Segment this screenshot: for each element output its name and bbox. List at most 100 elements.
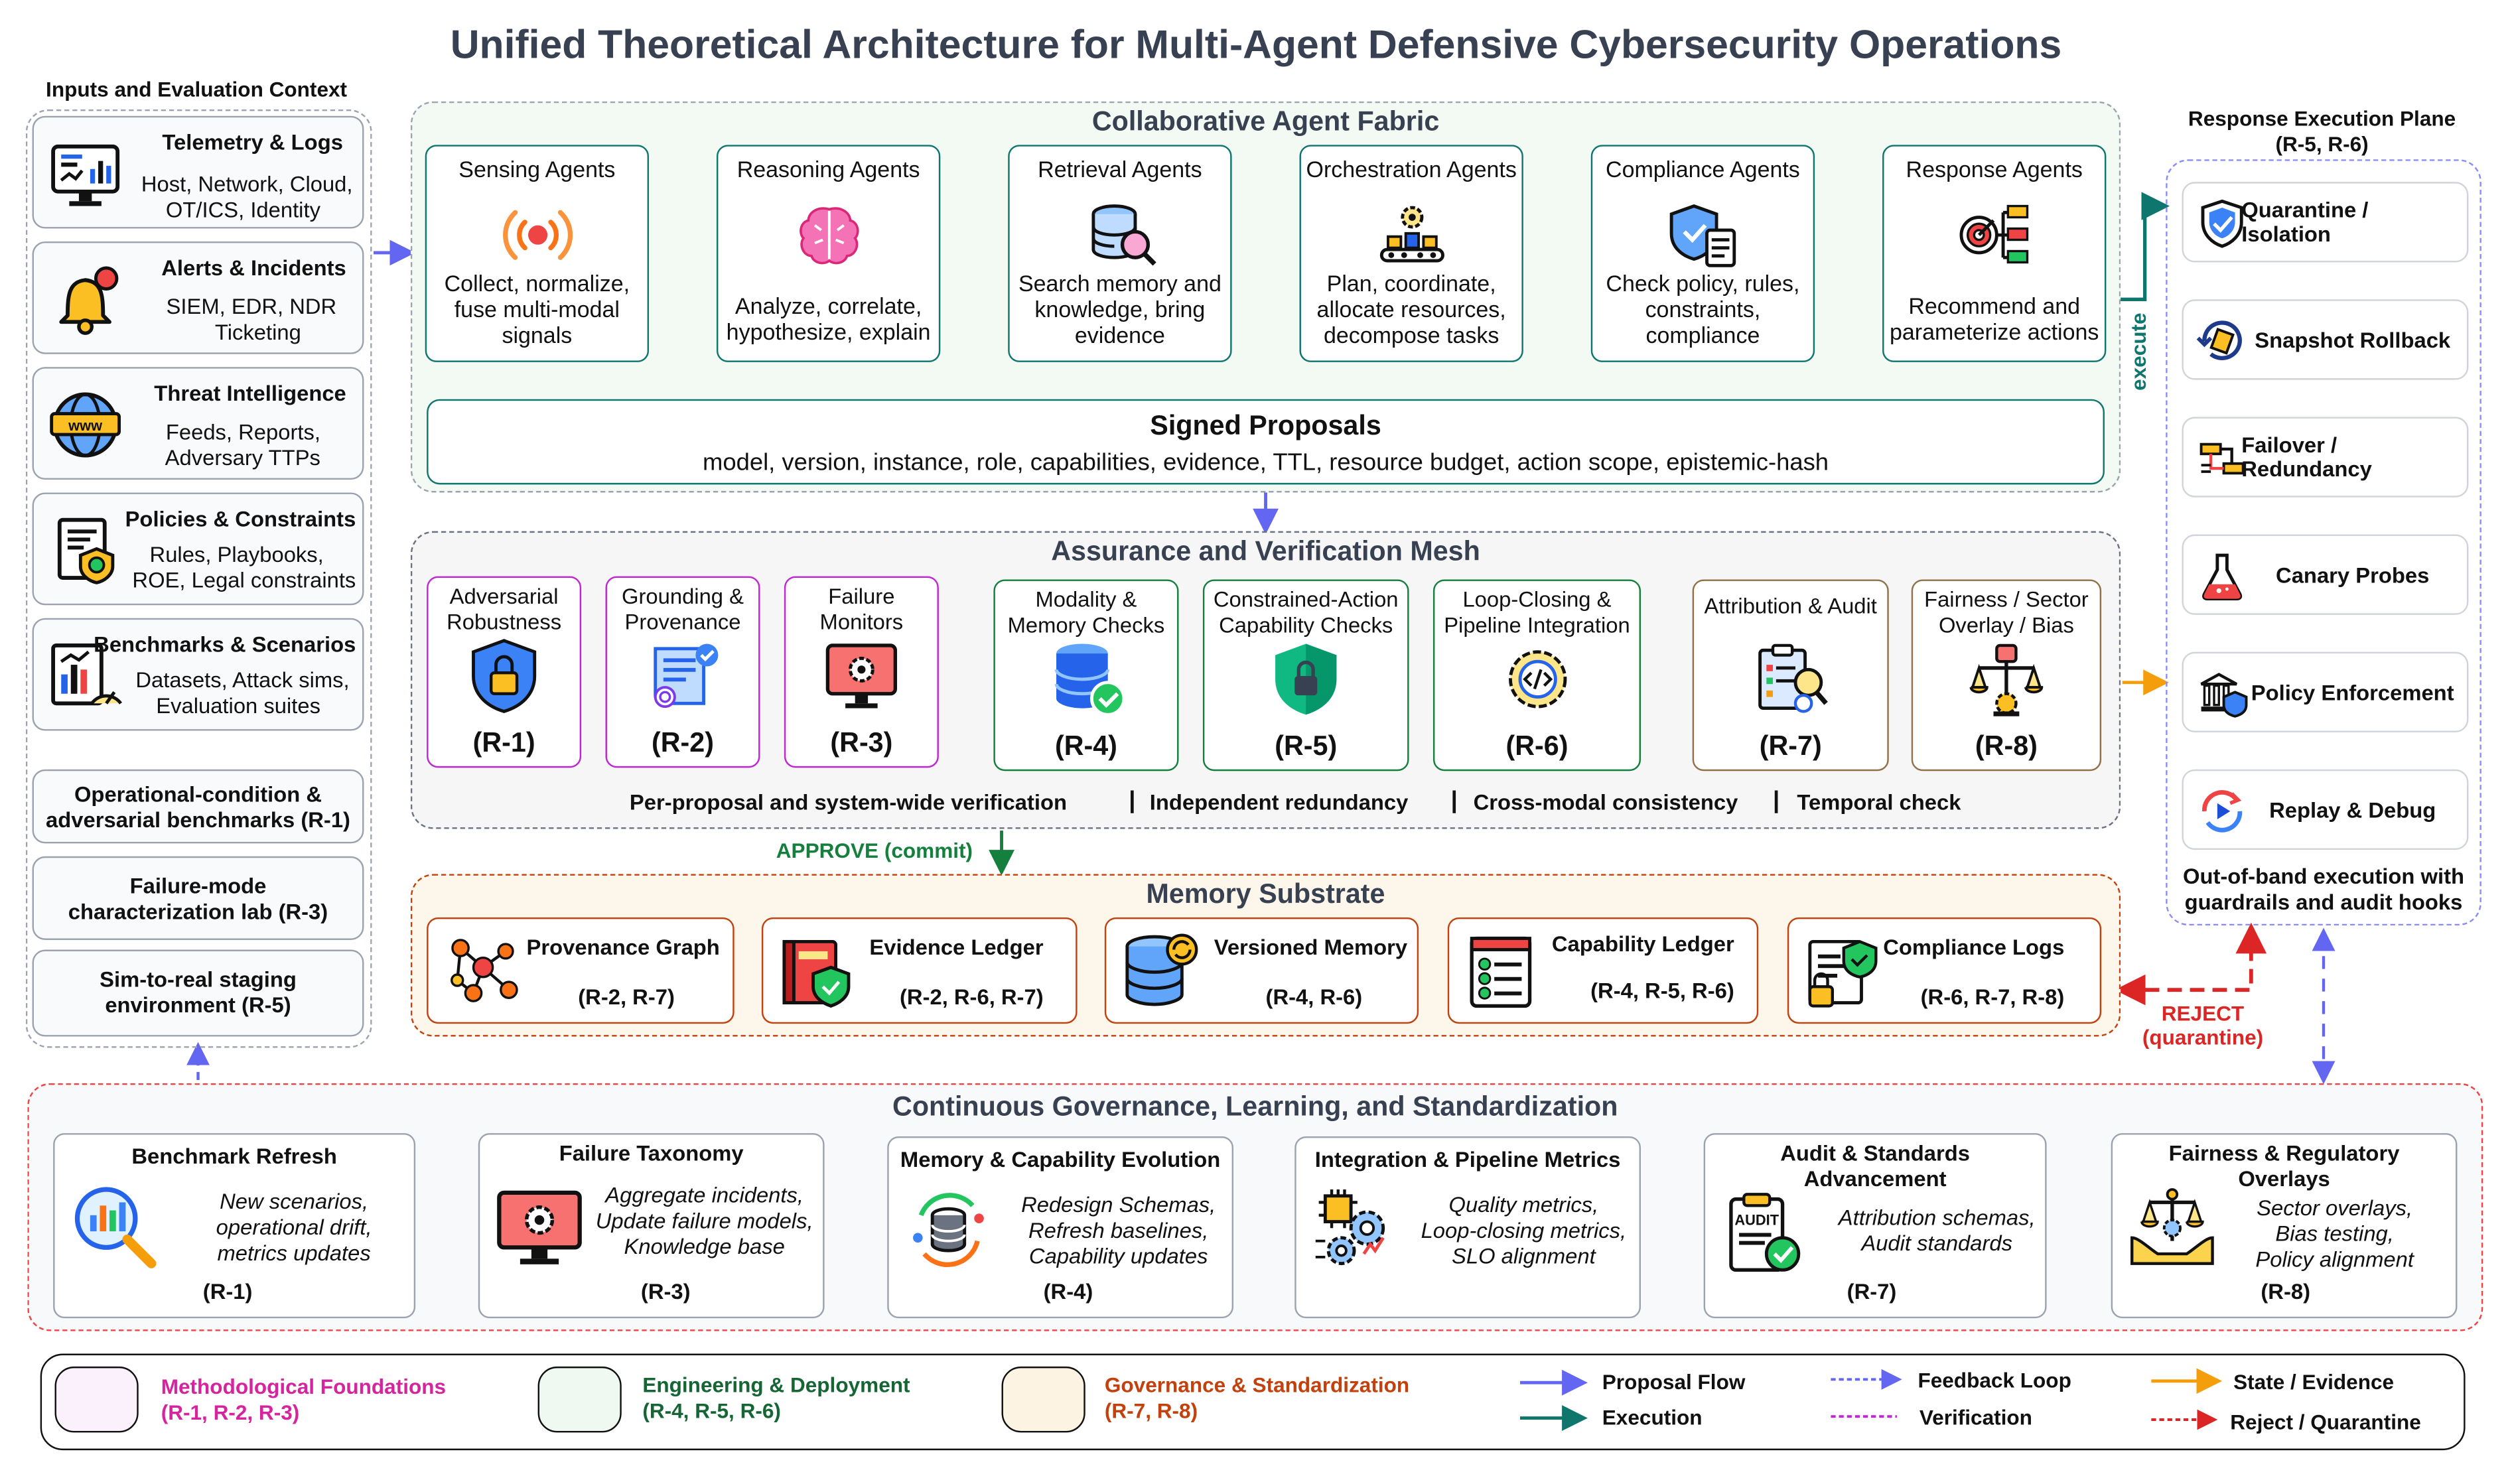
input-card-title: Benchmarks & Scenarios: [94, 632, 356, 657]
memory-title: Memory Substrate: [1146, 878, 1385, 910]
action-name: Failover / Redundancy: [2241, 433, 2372, 482]
input-card-title: Alerts & Incidents: [161, 255, 346, 281]
memory-card-codes: (R-4, R-5, R-6): [1590, 978, 1734, 1003]
response-plane-footer-line: guardrails and audit hooks: [2184, 890, 2463, 915]
memory-card-name: Compliance Logs: [1883, 935, 2065, 960]
agent-desc-line: constraints,: [1645, 296, 1761, 322]
action-canary-probes: Canary Probes: [2182, 534, 2469, 615]
assurance-card-name: Monitors: [819, 610, 904, 634]
memory-card-codes: (R-2, R-6, R-7): [899, 984, 1044, 1010]
assurance-card-name: Overlay / Bias: [1938, 613, 2074, 638]
scales-fist-icon: [1966, 639, 2046, 719]
memory-card-compliance-logs: Compliance Logs (R-6, R-7, R-8): [1787, 917, 2102, 1024]
execute-label: execute: [2126, 312, 2151, 391]
governance-card-memory-evolution: Memory & Capability Evolution Redesign S…: [887, 1136, 1234, 1319]
assurance-card-name: Attribution & Audit: [1704, 594, 1877, 618]
governance-card-desc-line: operational drift,: [216, 1215, 372, 1240]
governance-card-name: Failure Taxonomy: [559, 1141, 744, 1166]
shield-checklist-icon: [1666, 201, 1740, 269]
governance-card-desc-line: Refresh baselines,: [1028, 1218, 1209, 1243]
assurance-card-name: Modality &: [1035, 587, 1137, 612]
shield-check-icon: [2196, 198, 2248, 249]
assurance-footer-item: Per-proposal and system-wide verificatio…: [629, 790, 1068, 815]
input-card-desc-line: Adversary TTPs: [165, 446, 320, 470]
assurance-card-name: Fairness / Sector: [1924, 587, 2089, 612]
input-card-desc-line: Ticketing: [214, 320, 301, 345]
failover-icon: [2196, 433, 2248, 485]
assurance-card-code: (R-3): [830, 727, 893, 758]
shield-lock-icon: [464, 636, 544, 716]
input-card-title: Threat Intelligence: [154, 381, 346, 406]
input-card-desc-line: Feeds, Reports,: [165, 420, 320, 444]
assurance-footer-item: Temporal check: [1797, 790, 1961, 815]
governance-card-desc-line: metrics updates: [217, 1241, 371, 1266]
database-search-icon: [1083, 201, 1157, 269]
agent-desc-line: knowledge, bring: [1034, 296, 1206, 322]
agent-name: Compliance Agents: [1606, 156, 1800, 182]
agent-desc-line: decompose tasks: [1323, 322, 1500, 348]
memory-card-versioned-memory: Versioned Memory (R-4, R-6): [1104, 917, 1419, 1024]
assurance-card-name: Adversarial: [449, 584, 559, 609]
database-cycle-icon: [902, 1183, 995, 1276]
legend-line-name: Reject / Quarantine: [2230, 1410, 2421, 1434]
assurance-card-name: Grounding &: [622, 584, 744, 609]
signed-proposals-title: Signed Proposals: [1150, 410, 1381, 441]
agent-name: Reasoning Agents: [736, 156, 920, 182]
governance-card-desc-line: Redesign Schemas,: [1021, 1192, 1216, 1217]
inputs-title: Inputs and Evaluation Context: [46, 77, 348, 101]
text-card-line: Operational-condition &: [74, 782, 322, 807]
legend-group-codes: (R-1, R-2, R-3): [161, 1400, 300, 1425]
input-card-title: Policies & Constraints: [125, 507, 356, 531]
legend-group-name: Engineering & Deployment: [642, 1373, 910, 1398]
action-name: Quarantine / Isolation: [2241, 198, 2369, 247]
assurance-card-name: Pipeline Integration: [1444, 613, 1630, 638]
governance-card-desc-line: Attribution schemas,: [1838, 1205, 2036, 1230]
governance-card-desc-line: Loop-closing metrics,: [1421, 1218, 1627, 1243]
legend-line-name: Proposal Flow: [1602, 1369, 1746, 1394]
memory-card-codes: (R-4, R-6): [1265, 984, 1363, 1010]
agent-desc-line: evidence: [1074, 322, 1165, 348]
governance-card-desc-line: Quality metrics,: [1448, 1192, 1599, 1217]
response-plane-footer-line: Out-of-band execution with: [2182, 864, 2465, 889]
assurance-title: Assurance and Verification Mesh: [1051, 535, 1480, 567]
assurance-footer-separator: |: [1450, 787, 1458, 815]
governance-card-integration-metrics: Integration & Pipeline Metrics Quality m…: [1294, 1136, 1641, 1319]
clipboard-search-icon: [1750, 639, 1831, 719]
action-failover-redundancy: Failover / Redundancy: [2182, 417, 2469, 498]
magnifier-chart-icon: [68, 1180, 161, 1273]
memory-card-name: Versioned Memory: [1214, 935, 1408, 960]
agent-desc-line: Search memory and: [1018, 270, 1221, 297]
flask-icon: [2196, 551, 2248, 602]
monitor-gear-icon: [821, 636, 902, 716]
assurance-footer-item: Independent redundancy: [1149, 790, 1409, 815]
input-card-desc-line: OT/ICS, Identity: [165, 198, 320, 222]
agent-name: Orchestration Agents: [1306, 156, 1517, 182]
assurance-footer-separator: |: [1773, 787, 1780, 815]
svg-text:www: www: [68, 417, 103, 434]
response-plane-title-line: (R-5, R-6): [2275, 131, 2369, 157]
globe-www-icon: www: [46, 388, 123, 462]
approve-label: APPROVE (commit): [776, 839, 973, 863]
input-card-desc-line: Evaluation suites: [156, 693, 320, 718]
agent-desc-line: fuse multi-modal: [454, 296, 620, 322]
action-quarantine-isolation: Quarantine / Isolation: [2182, 182, 2469, 263]
assurance-card-name: Capability Checks: [1219, 613, 1393, 638]
memory-card-provenance-graph: Provenance Graph (R-2, R-7): [427, 917, 734, 1024]
legend-swatch-methodological: [54, 1366, 139, 1433]
assurance-footer-separator: |: [1129, 787, 1136, 815]
legend-group-codes: (R-7, R-8): [1104, 1398, 1198, 1423]
governance-card-desc-line: New scenarios,: [220, 1189, 369, 1214]
reject-label-line: REJECT: [2161, 1001, 2245, 1026]
agent-card-sensing: Sensing Agents Collect, normalize, fuse …: [425, 145, 650, 362]
monitor-chart-icon: [46, 137, 123, 211]
governance-card-desc-line: Aggregate incidents,: [605, 1183, 804, 1207]
agent-desc-line: Check policy, rules,: [1606, 270, 1800, 297]
action-name: Canary Probes: [2276, 562, 2430, 587]
brain-icon: [792, 201, 866, 269]
input-card-telemetry: Telemetry & Logs Host, Network, Cloud, O…: [32, 115, 364, 229]
text-card-line: adversarial benchmarks (R-1): [46, 808, 350, 833]
